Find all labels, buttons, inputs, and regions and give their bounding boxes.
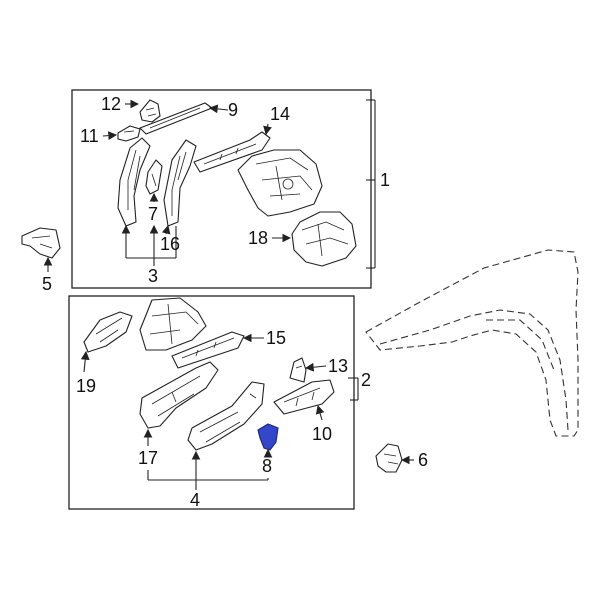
callout-2: 2 bbox=[361, 370, 371, 390]
part-5-bracket[interactable] bbox=[21, 227, 61, 259]
part-12-bracket[interactable] bbox=[139, 99, 161, 123]
callout-17: 17 bbox=[138, 448, 158, 468]
part-16-pillar[interactable] bbox=[163, 139, 197, 227]
callout-15: 15 bbox=[266, 328, 286, 348]
part-1-apron-panel[interactable] bbox=[237, 149, 323, 217]
callout-12: 12 bbox=[101, 94, 121, 114]
callout-13: 13 bbox=[328, 356, 348, 376]
part-6-bracket[interactable] bbox=[375, 443, 403, 473]
callout-9: 9 bbox=[228, 100, 238, 120]
callout-8: 8 bbox=[262, 456, 272, 476]
part-10-extension[interactable] bbox=[273, 379, 335, 415]
part-19-bracket[interactable] bbox=[83, 311, 133, 353]
fender-outline bbox=[365, 249, 579, 437]
part-4-lower-member[interactable] bbox=[187, 381, 265, 451]
callout-6: 6 bbox=[418, 450, 428, 470]
callout-11: 11 bbox=[80, 126, 99, 146]
callout-10: 10 bbox=[312, 424, 332, 444]
part-18-wheel-housing[interactable] bbox=[291, 211, 357, 267]
part-8-highlighted[interactable] bbox=[257, 423, 279, 451]
part-2-apron-upper[interactable] bbox=[139, 297, 207, 351]
part-7-reinforcement[interactable] bbox=[145, 159, 163, 195]
callout-7: 7 bbox=[148, 204, 158, 224]
callout-1: 1 bbox=[380, 170, 390, 190]
callout-5: 5 bbox=[42, 274, 52, 294]
part-13-bracket[interactable] bbox=[289, 357, 307, 383]
part-17-member[interactable] bbox=[139, 361, 219, 429]
callout-18: 18 bbox=[248, 228, 268, 248]
callout-14: 14 bbox=[270, 104, 290, 124]
callout-3: 3 bbox=[148, 266, 158, 286]
part-14-upper-rail[interactable] bbox=[193, 131, 271, 173]
callout-16: 16 bbox=[160, 234, 180, 254]
part-15-rail[interactable] bbox=[171, 331, 245, 369]
part-11-clip[interactable] bbox=[117, 125, 141, 142]
part-3-inner-pillar[interactable] bbox=[117, 137, 151, 227]
group-box-2 bbox=[68, 295, 355, 510]
group-box-1 bbox=[71, 89, 372, 289]
callout-4: 4 bbox=[190, 490, 200, 510]
callout-19: 19 bbox=[76, 376, 96, 396]
